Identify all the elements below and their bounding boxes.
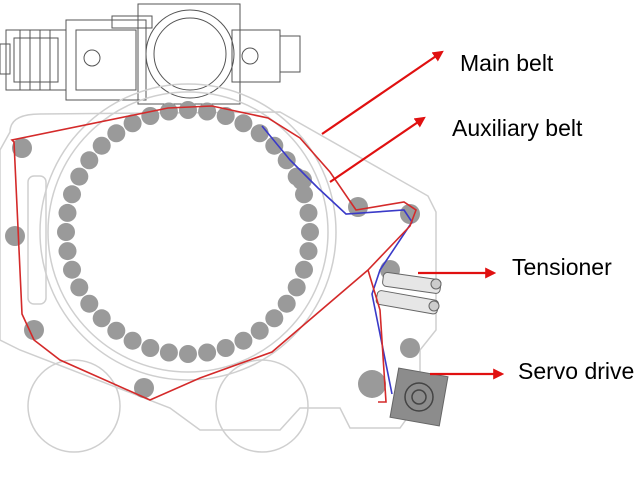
drum-roller — [216, 107, 235, 125]
drum-roller — [70, 167, 89, 186]
drum-roller — [299, 203, 318, 222]
drum-roller — [123, 114, 142, 133]
tensioner-mechanism — [375, 272, 442, 315]
frame-outline — [0, 83, 437, 453]
drum-roller — [234, 331, 253, 350]
drum-roller — [92, 309, 111, 328]
auxiliary-belt-label: Auxiliary belt — [452, 115, 583, 141]
tensioner-label: Tensioner — [512, 254, 612, 280]
drum-roller — [295, 185, 313, 204]
drum-roller — [216, 339, 235, 357]
drum-roller — [58, 242, 77, 261]
main-belt-label: Main belt — [460, 50, 554, 76]
drum-roller — [301, 223, 319, 241]
drum-roller — [70, 278, 89, 297]
drum-roller — [179, 101, 197, 119]
drum-roller — [265, 309, 284, 328]
drum-roller — [80, 151, 99, 170]
drum-roller — [198, 343, 217, 362]
drum-roller — [63, 185, 81, 204]
drum-roller — [295, 260, 313, 279]
servo-drive-label: Servo drive — [518, 358, 635, 384]
drum-roller — [277, 294, 296, 313]
auxiliary-belt-arrow — [329, 116, 426, 183]
drum-roller — [107, 124, 126, 143]
drum-roller — [123, 331, 142, 350]
guide-rollers — [5, 138, 420, 398]
main-belt-arrow — [321, 50, 444, 135]
drum-roller — [92, 136, 111, 155]
drum-roller — [198, 102, 217, 121]
drum-roller — [80, 294, 99, 313]
drum-roller — [58, 203, 77, 222]
drum-roller — [141, 339, 160, 357]
drum-roller — [250, 124, 269, 143]
drum-roller — [234, 114, 253, 133]
drum-roller — [287, 278, 306, 297]
drum-roller — [250, 321, 269, 340]
drum-roller — [277, 151, 296, 170]
drum-roller — [63, 260, 81, 279]
drum-roller — [159, 102, 178, 121]
drum-roller — [299, 242, 318, 261]
drum-roller — [265, 136, 284, 155]
servo-drive — [389, 367, 449, 427]
main-belt-path — [10, 105, 417, 401]
main-belt-lower-branch — [367, 269, 387, 403]
auxiliary-belt-path — [261, 125, 413, 395]
drum-roller — [107, 321, 126, 340]
drum-roller — [179, 345, 197, 363]
drum-roller — [159, 343, 178, 362]
drum-roller — [57, 223, 75, 241]
drum-ring — [57, 101, 319, 363]
